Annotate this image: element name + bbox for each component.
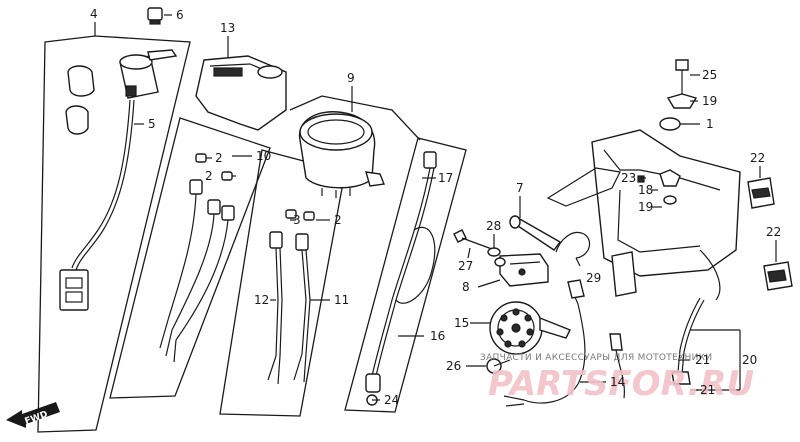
- callout-5: 5: [148, 117, 156, 131]
- callout-19-top: 19: [702, 94, 717, 108]
- callout-21-a: 21: [695, 353, 710, 367]
- cable-group-frame: [344, 137, 467, 413]
- callout-2-a: 2: [215, 151, 223, 165]
- callout-8: 8: [462, 280, 470, 294]
- callout-24: 24: [384, 393, 399, 407]
- ignition-switch: [119, 49, 178, 99]
- callout-11: 11: [334, 293, 349, 307]
- leader-lines: [94, 14, 777, 401]
- callout-1: 1: [706, 117, 714, 131]
- meter-housing-frame: [289, 95, 421, 141]
- callout-19-lower: 19: [638, 200, 653, 214]
- callout-20: 20: [742, 353, 757, 367]
- wire-29: [555, 231, 591, 259]
- callout-10: 10: [256, 149, 271, 163]
- callout-3: 3: [293, 213, 301, 227]
- callout-16: 16: [430, 329, 445, 343]
- callout-29: 29: [586, 271, 601, 285]
- socket-wire-12: [267, 231, 283, 385]
- switch-bushing: [65, 65, 95, 135]
- speedometer: [298, 111, 385, 198]
- callout-14: 14: [610, 375, 625, 389]
- callout-27: 27: [458, 259, 473, 273]
- callout-22-lower: 22: [766, 225, 781, 239]
- callout-18: 18: [638, 183, 653, 197]
- callout-25: 25: [702, 68, 717, 82]
- switch-cable: [71, 99, 131, 269]
- callout-26: 26: [446, 359, 461, 373]
- callout-28: 28: [486, 219, 501, 233]
- ignition-group-frame: [37, 35, 191, 433]
- speedometer-cable: [365, 151, 437, 406]
- grommet-lower: [763, 261, 793, 291]
- callout-15: 15: [454, 316, 469, 330]
- ignition-key: [147, 7, 163, 25]
- meter-case: [195, 55, 287, 131]
- bulb-set-left: [195, 153, 315, 221]
- callout-7: 7: [516, 181, 524, 195]
- socket-wire-11: [293, 233, 311, 383]
- callout-9: 9: [347, 71, 355, 85]
- callout-4: 4: [90, 7, 98, 21]
- callout-17: 17: [438, 171, 453, 185]
- switch-cable-2: [75, 99, 135, 271]
- horn: [489, 301, 571, 355]
- wiring-group-frame-left: [109, 117, 271, 399]
- watermark-logo: PARTSFOR.RU: [488, 364, 754, 404]
- stay-bolts: [637, 59, 698, 205]
- fwd-arrow-icon: FWD: [6, 402, 60, 428]
- callout-6: 6: [176, 8, 184, 22]
- callout-22-upper: 22: [750, 151, 765, 165]
- grommet-upper: [747, 177, 775, 209]
- harness-20: [609, 297, 705, 399]
- socket-harness: [159, 179, 235, 363]
- horn-wire-14: [503, 279, 586, 407]
- callout-2-c: 2: [334, 213, 342, 227]
- callout-21-b: 21: [700, 383, 715, 397]
- collar-28: [487, 247, 506, 267]
- callout-13: 13: [220, 21, 235, 35]
- watermark-tagline: ЗАПЧАСТИ И АКСЕССУАРЫ ДЛЯ МОТОТЕХНИКИ: [480, 353, 712, 363]
- horn-bracket: [499, 253, 549, 287]
- headlight-stay: [546, 129, 741, 301]
- turn-signal-arm: [509, 215, 562, 251]
- bolt-26: [486, 358, 511, 374]
- switch-connector: [59, 269, 89, 311]
- callout-12: 12: [254, 293, 269, 307]
- callout-23: 23: [621, 171, 636, 185]
- callout-2-b: 2: [205, 169, 213, 183]
- meter-group-frame: [219, 149, 346, 417]
